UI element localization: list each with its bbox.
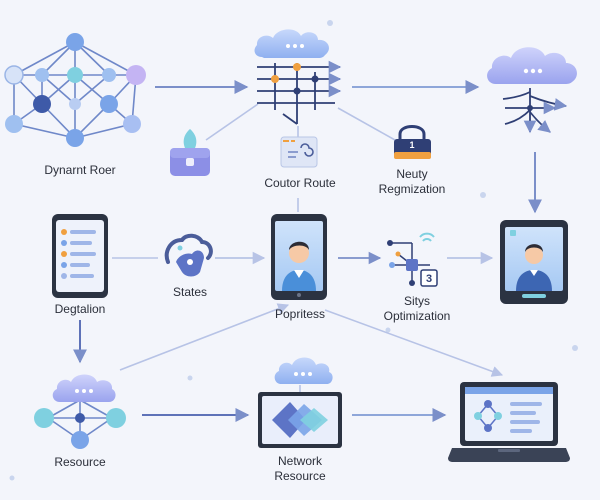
network-resource-icon <box>258 357 342 448</box>
label-states: States <box>172 285 208 299</box>
optimization-number: 3 <box>426 273 432 285</box>
shield-box-icon <box>170 129 210 176</box>
laptop-icon <box>448 382 570 462</box>
label-degradation: Degtalion <box>54 302 106 316</box>
right-tablet-icon <box>500 220 568 304</box>
left-phone-icon <box>52 214 108 298</box>
padlock-icon: 1 <box>394 125 431 159</box>
route-card-icon <box>280 136 318 168</box>
label-resource: Resource <box>54 455 106 469</box>
padlock-number: 1 <box>409 140 414 150</box>
label-sys-optimization: Sitys Optimization <box>383 294 451 323</box>
connector-arrows <box>73 80 542 422</box>
label-dynamic-router: Dynarnt Roer <box>44 163 116 177</box>
mesh-network-icon <box>4 33 146 147</box>
center-phone-icon <box>271 214 327 300</box>
cloud-router-icon <box>254 29 342 125</box>
label-network-resource: Network Resource <box>274 454 326 483</box>
label-cloud-router: Coutor Route <box>264 176 336 190</box>
optimization-network-icon: 3 <box>387 232 438 287</box>
cloud-distribution-icon <box>487 47 577 134</box>
label-security: Neuty Regmization <box>378 167 446 196</box>
arrow-resource-to-phone-diag <box>119 303 290 371</box>
resource-cloud-network-icon <box>34 374 126 449</box>
arrow-phone-to-laptop-diag <box>324 309 504 377</box>
background-dots <box>9 20 578 481</box>
states-icon <box>164 233 213 277</box>
arrow-security-diag <box>337 107 396 141</box>
arrow-lock-diag <box>205 103 259 141</box>
label-properties: Popritess <box>274 307 326 321</box>
